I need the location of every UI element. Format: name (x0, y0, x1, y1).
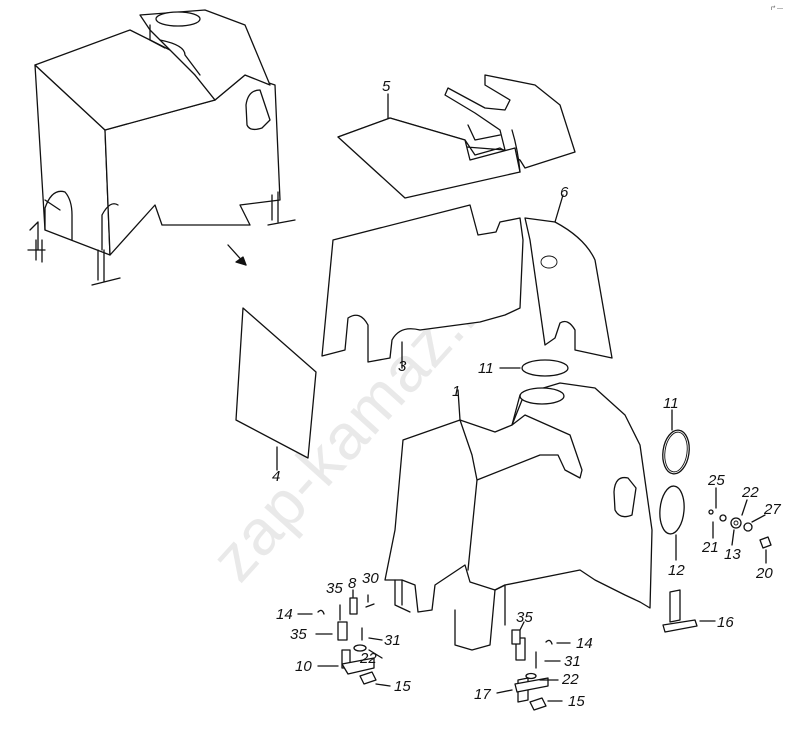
callout-17: 17 (474, 686, 491, 703)
callout-21: 21 (701, 539, 719, 556)
part-11-cap (499, 359, 569, 377)
fastener-set-20-27 (708, 487, 772, 564)
callout-30: 30 (362, 570, 379, 587)
callout-16: 16 (717, 614, 734, 631)
callout-35c: 35 (516, 609, 533, 626)
latch-hardware-middle (496, 621, 571, 711)
callout-12: 12 (668, 562, 685, 579)
callout-6: 6 (560, 184, 569, 201)
callout-27: 27 (763, 501, 781, 518)
callout-10: 10 (295, 658, 312, 675)
part-1-main-cover (384, 382, 653, 651)
assembly-arrow (227, 244, 247, 266)
callout-15b: 15 (568, 693, 585, 710)
bracket-16 (662, 589, 716, 633)
callout-11b: 11 (663, 395, 679, 412)
callout-1: 1 (452, 383, 460, 400)
callout-labels: 1 3 4 5 6 8 10 11 11 12 13 14 14 15 15 1… (272, 78, 781, 710)
callout-35a: 35 (326, 580, 343, 597)
callout-5: 5 (382, 78, 391, 95)
callout-13: 13 (724, 546, 741, 563)
part-6-side-panel (524, 194, 613, 359)
corner-mark: r* --- (771, 6, 783, 12)
part-5-top-insulation (337, 74, 576, 199)
callout-22c: 22 (561, 671, 579, 688)
callout-3: 3 (398, 358, 407, 375)
callout-14b: 14 (576, 635, 593, 652)
part-4-small-panel (235, 307, 317, 471)
callout-22b: 22 (741, 484, 759, 501)
callout-11a: 11 (478, 360, 494, 377)
callout-4: 4 (272, 468, 280, 485)
callout-15a: 15 (394, 678, 411, 695)
callout-35b: 35 (290, 626, 307, 643)
seal-ring-11 (662, 409, 690, 475)
latch-hardware-left (297, 589, 391, 687)
assembled-cover (27, 9, 296, 286)
callout-25: 25 (707, 472, 725, 489)
callout-14a: 14 (276, 606, 293, 623)
callout-8: 8 (348, 575, 357, 592)
callout-31b: 31 (564, 653, 581, 670)
cover-plate-12 (659, 485, 685, 561)
callout-20: 20 (755, 565, 773, 582)
callout-22a: 22 (359, 650, 377, 667)
part-3-front-panel (321, 204, 524, 369)
callout-31a: 31 (384, 632, 401, 649)
